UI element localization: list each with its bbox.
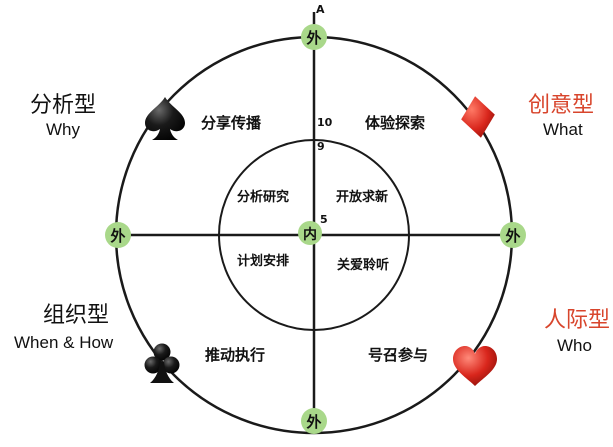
axis-tick-5: 5 <box>320 213 328 226</box>
type-label-analytic-en: Why <box>46 120 80 139</box>
node-inner-center: 内 <box>298 221 322 245</box>
node-outer-top: 外 <box>301 24 327 50</box>
type-label-creative: 创意型 <box>528 93 595 118</box>
outer-quadrant-bottom-right: 号召参与 <box>368 346 429 364</box>
type-label-analytic: 分析型 <box>30 93 97 118</box>
type-label-organizing: 组织型 <box>43 303 110 328</box>
spade-icon <box>145 97 185 140</box>
diamond-icon <box>461 96 495 138</box>
node-outer-left: 外 <box>105 222 131 248</box>
type-label-creative-en: What <box>543 120 583 139</box>
svg-text:外: 外 <box>305 413 321 431</box>
type-label-interpersonal-en: Who <box>557 336 592 355</box>
svg-text:外: 外 <box>504 227 520 245</box>
club-icon <box>144 343 180 383</box>
node-outer-bottom: 外 <box>301 408 327 434</box>
heart-icon <box>453 346 497 386</box>
inner-quadrant-top-left: 分析研究 <box>237 190 290 205</box>
type-label-organizing-en: When & How <box>14 333 114 352</box>
svg-text:外: 外 <box>109 227 125 245</box>
axis-tick-10: 10 <box>317 116 333 129</box>
outer-quadrant-top-right: 体验探索 <box>365 114 426 132</box>
inner-quadrant-bottom-right: 关爱聆听 <box>337 258 390 273</box>
inner-quadrant-bottom-left: 计划安排 <box>237 254 290 269</box>
outer-quadrant-bottom-left: 推动执行 <box>205 346 266 364</box>
axis-tick-9: 9 <box>317 140 325 153</box>
axis-top-marker: A <box>316 3 325 16</box>
svg-text:外: 外 <box>305 29 321 47</box>
type-label-interpersonal: 人际型 <box>544 308 611 333</box>
svg-text:内: 内 <box>303 226 317 243</box>
outer-quadrant-top-left: 分享传播 <box>201 114 262 132</box>
node-outer-right: 外 <box>500 222 526 248</box>
inner-quadrant-top-right: 开放求新 <box>336 190 389 205</box>
